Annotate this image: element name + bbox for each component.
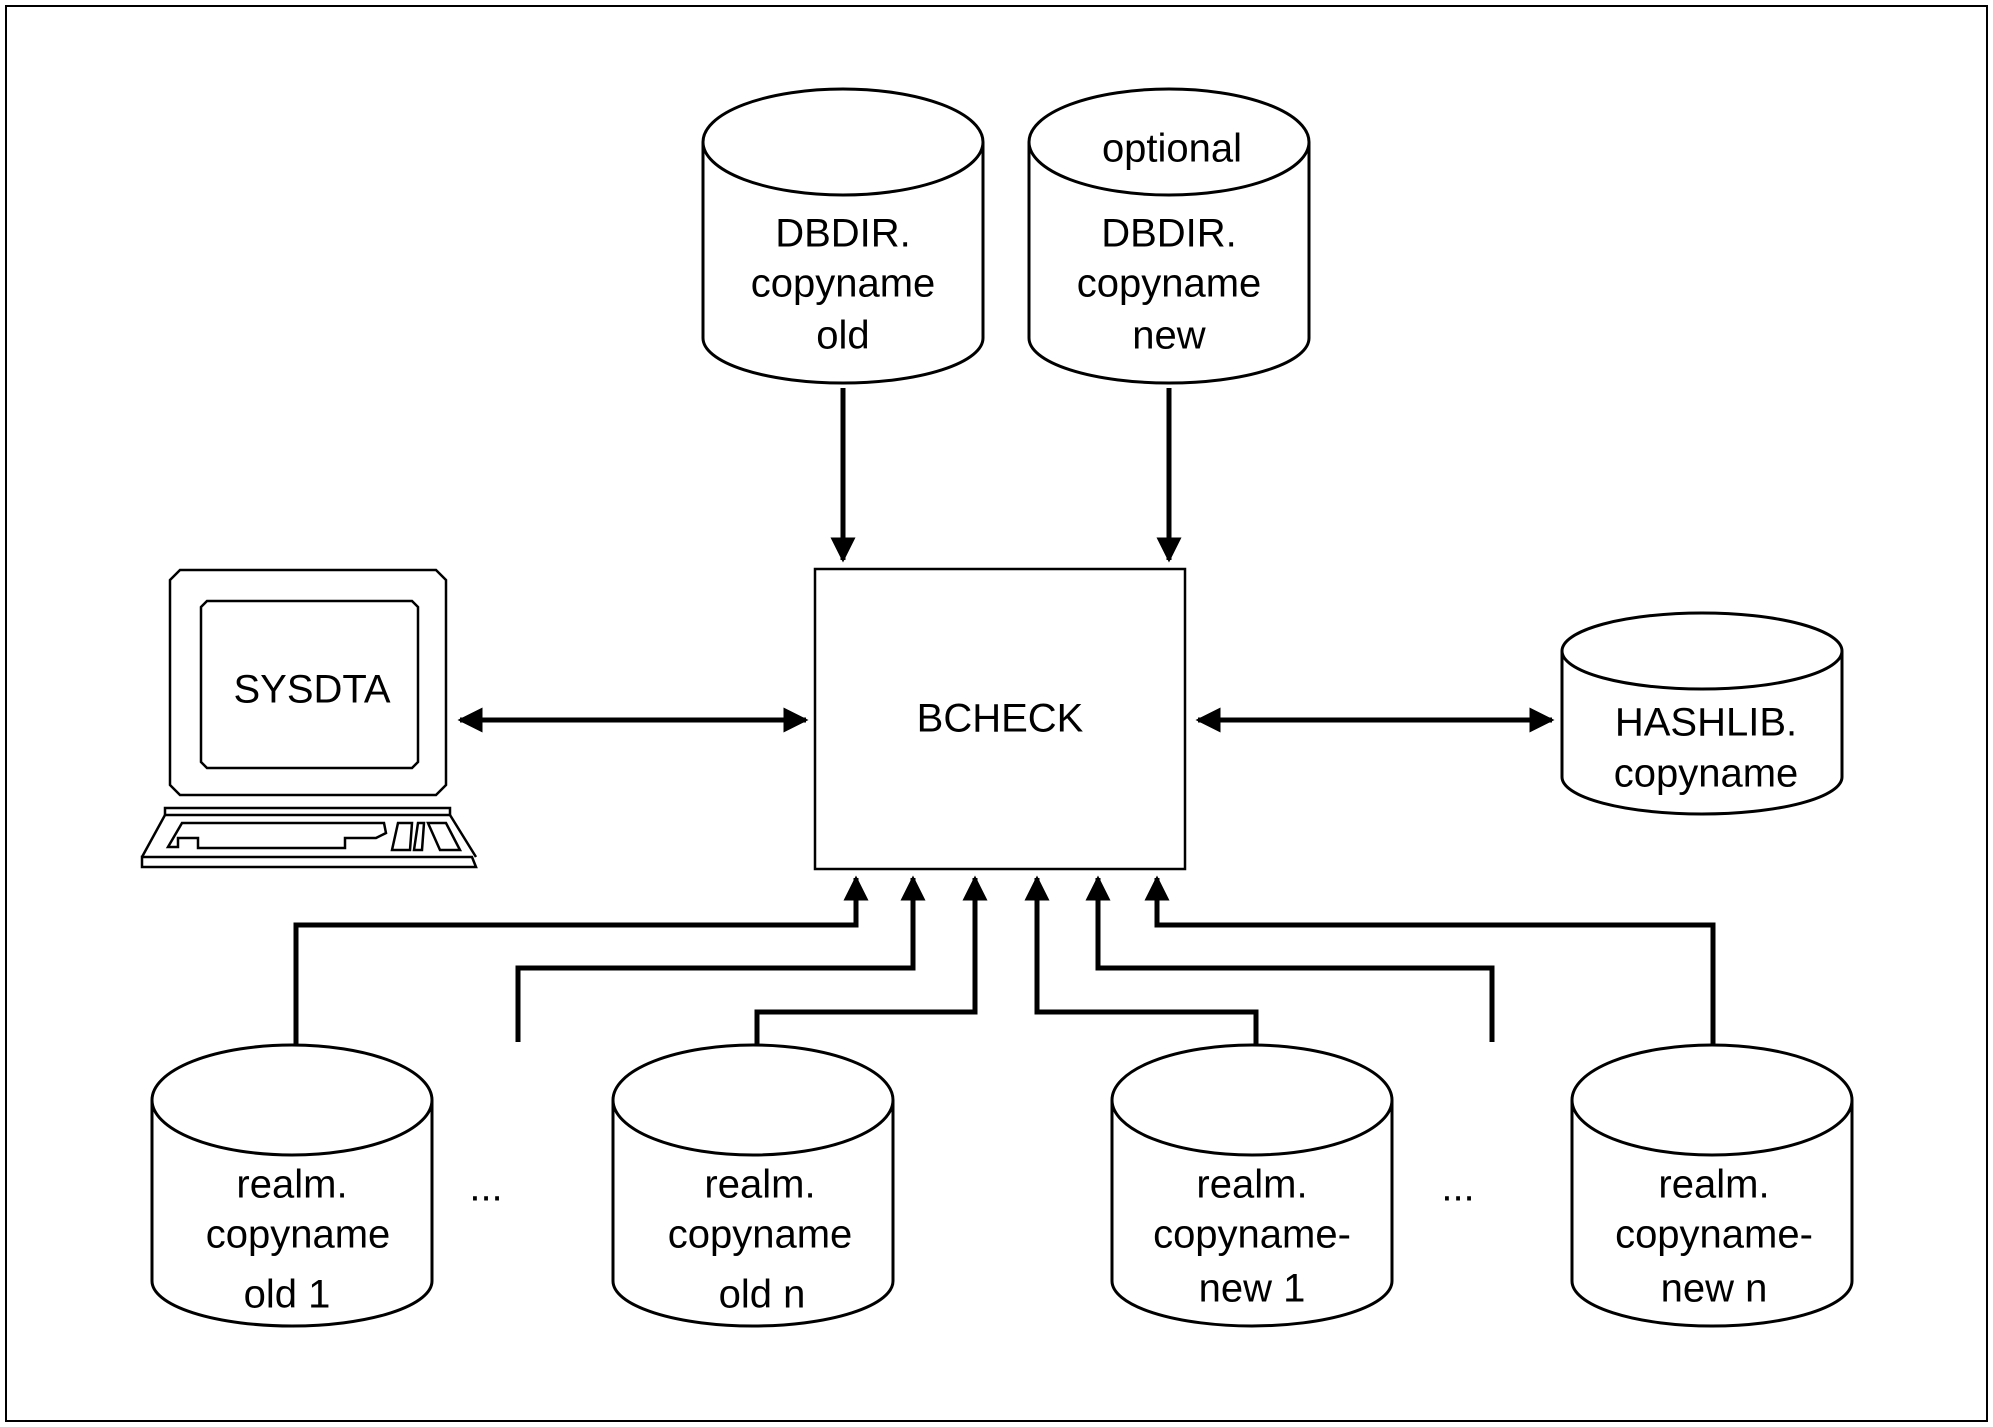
ellipsis-old: ... xyxy=(469,1166,502,1210)
hashlib-line-1: HASHLIB. xyxy=(1615,701,1797,745)
realm-old-1-line-1: realm. xyxy=(236,1163,347,1207)
dbdir-new-line-2: copyname xyxy=(1077,262,1262,306)
connector-realm-new-n xyxy=(1144,875,1716,1045)
hashlib-line-2: copyname xyxy=(1614,752,1799,796)
dbdir-new-line-3: new xyxy=(1132,314,1205,358)
sysdta-label: SYSDTA xyxy=(233,668,390,712)
connector-realm-old-n xyxy=(754,875,988,1045)
keyboard-icon xyxy=(140,806,478,869)
connector-realm-old-ellipsis xyxy=(515,875,926,1042)
dbdir-new-cylinder: optional DBDIR. copyname new xyxy=(1027,87,1311,385)
realm-old-n-line-3: old n xyxy=(719,1273,806,1317)
bcheck-box: BCHECK xyxy=(813,567,1187,871)
realm-old-n-line-2: copyname xyxy=(668,1213,853,1257)
connector-realm-old-1 xyxy=(293,875,869,1045)
realm-new-1-line-2: copyname- xyxy=(1153,1213,1351,1257)
realm-old-n-cylinder: realm. copyname old n xyxy=(611,1043,895,1328)
realm-old-1-line-3: old 1 xyxy=(244,1273,331,1317)
realm-new-1-line-1: realm. xyxy=(1196,1163,1307,1207)
ellipsis-new: ... xyxy=(1441,1166,1474,1210)
connector-realm-new-1 xyxy=(1024,875,1259,1045)
bcheck-label: BCHECK xyxy=(917,697,1084,741)
realm-new-n-line-1: realm. xyxy=(1658,1163,1769,1207)
realm-new-1-cylinder: realm. copyname- new 1 xyxy=(1110,1043,1394,1328)
realm-new-n-line-2: copyname- xyxy=(1615,1213,1813,1257)
dbdir-old-cylinder: DBDIR. copyname old xyxy=(701,87,985,385)
hashlib-cylinder: HASHLIB. copyname xyxy=(1560,611,1844,816)
realm-new-n-line-3: new n xyxy=(1661,1267,1768,1311)
sysdta-terminal: SYSDTA xyxy=(140,568,478,869)
dbdir-new-optional-label: optional xyxy=(1102,127,1242,171)
realm-old-1-cylinder: realm. copyname old 1 xyxy=(150,1043,434,1328)
realm-new-n-cylinder: realm. copyname- new n xyxy=(1570,1043,1854,1328)
realm-old-1-line-2: copyname xyxy=(206,1213,391,1257)
dbdir-new-line-1: DBDIR. xyxy=(1101,212,1237,256)
dbdir-old-line-1: DBDIR. xyxy=(775,212,911,256)
dbdir-old-line-3: old xyxy=(816,314,869,358)
realm-new-1-line-3: new 1 xyxy=(1199,1267,1306,1311)
dbdir-old-line-2: copyname xyxy=(751,262,936,306)
realm-old-n-line-1: realm. xyxy=(704,1163,815,1207)
connector-realm-new-ellipsis xyxy=(1085,875,1495,1042)
